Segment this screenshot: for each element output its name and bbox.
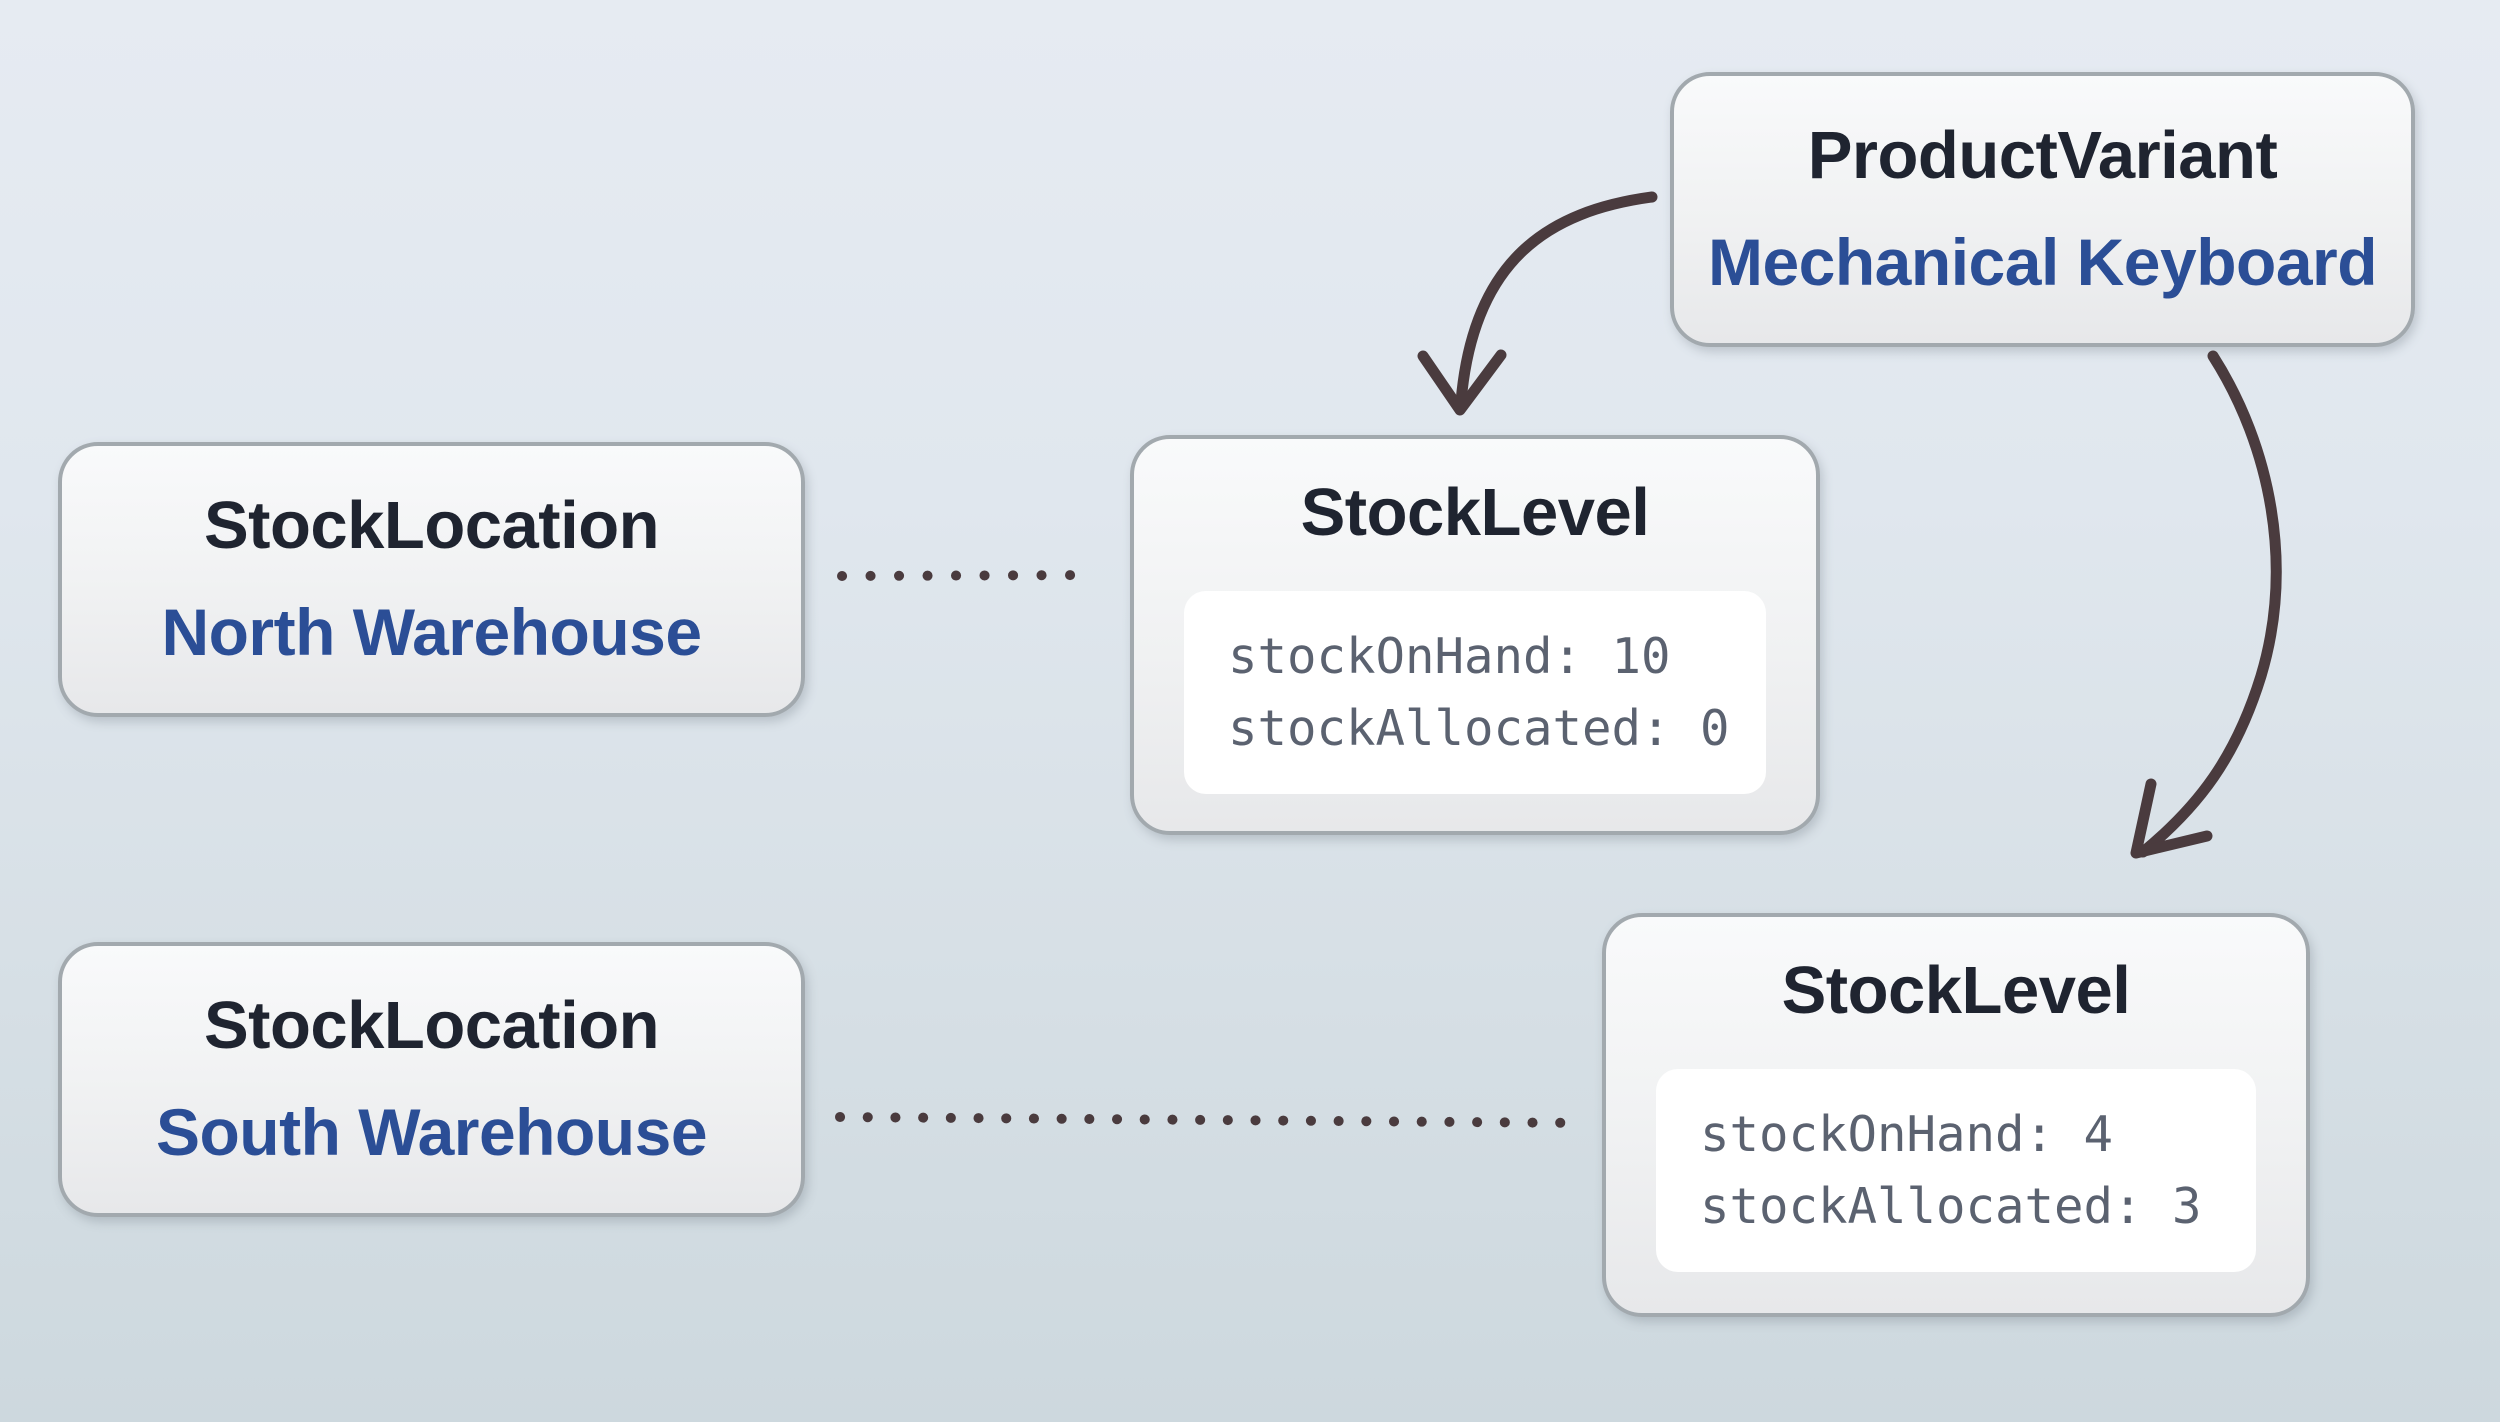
arrow-product-variant-to-stock-level-north xyxy=(1455,191,1658,408)
dotted-line-north-location-to-stock-level xyxy=(837,570,1103,581)
node-stock-level-south: StockLevel stockOnHand: 4 stockAllocated… xyxy=(1602,913,2310,1317)
dotted-line-south-location-to-stock-level xyxy=(835,1112,1590,1128)
stock-level-south-code-box: stockOnHand: 4 stockAllocated: 3 xyxy=(1656,1069,2256,1273)
stock-level-north-type-label: StockLevel xyxy=(1300,475,1650,550)
arrowhead-to-stock-level-south xyxy=(2130,778,2213,859)
arrow-product-variant-to-stock-level-south xyxy=(2137,350,2282,858)
arrowhead-to-stock-level-north xyxy=(1417,349,1507,416)
stock-location-north-instance-label: North Warehouse xyxy=(161,595,702,670)
stock-level-south-type-label: StockLevel xyxy=(1781,953,2131,1028)
node-product-variant: ProductVariant Mechanical Keyboard xyxy=(1670,72,2415,347)
product-variant-type-label: ProductVariant xyxy=(1807,118,2278,194)
node-stock-location-south: StockLocation South Warehouse xyxy=(58,942,805,1217)
node-stock-location-north: StockLocation North Warehouse xyxy=(58,442,805,717)
stock-level-north-code-box: stockOnHand: 10 stockAllocated: 0 xyxy=(1184,591,1766,795)
node-stock-level-north: StockLevel stockOnHand: 10 stockAllocate… xyxy=(1130,435,1820,835)
stock-location-south-type-label: StockLocation xyxy=(203,988,660,1064)
stock-allocated-value: stockAllocated: 0 xyxy=(1228,699,1730,757)
stock-location-north-type-label: StockLocation xyxy=(203,488,660,564)
stock-location-south-instance-label: South Warehouse xyxy=(155,1095,708,1170)
stock-allocated-value: stockAllocated: 3 xyxy=(1700,1177,2202,1235)
product-variant-instance-label: Mechanical Keyboard xyxy=(1707,225,2378,300)
stock-on-hand-value: stockOnHand: 10 xyxy=(1228,628,1671,686)
stock-on-hand-value: stockOnHand: 4 xyxy=(1700,1106,2114,1164)
